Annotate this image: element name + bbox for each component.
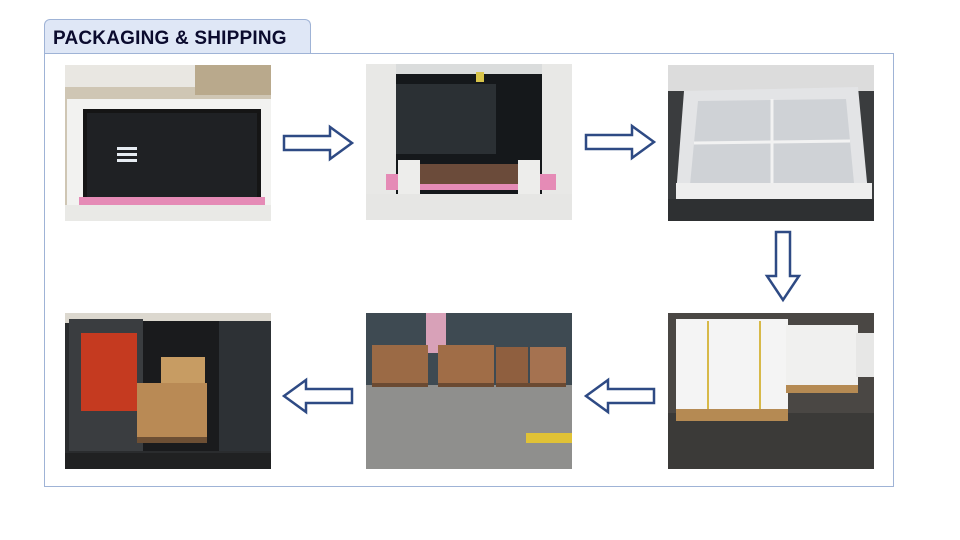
step-1-photo bbox=[65, 65, 271, 221]
truck-loading-photo bbox=[65, 313, 271, 469]
arrow-right-icon bbox=[584, 123, 657, 161]
page-title: PACKAGING & SHIPPING bbox=[53, 28, 287, 49]
step-5-photo bbox=[366, 313, 572, 469]
foam-covered-panel-photo bbox=[668, 65, 874, 221]
panel-on-foam-base-photo bbox=[65, 65, 271, 221]
step-4-photo bbox=[668, 313, 874, 469]
step-2-photo bbox=[366, 64, 572, 220]
wooden-crates-photo bbox=[366, 313, 572, 469]
content-frame bbox=[44, 53, 894, 487]
step-6-photo bbox=[65, 313, 271, 469]
panel-with-foam-corners-photo bbox=[366, 64, 572, 220]
step-3-photo bbox=[668, 65, 874, 221]
arrow-right-icon bbox=[282, 124, 355, 162]
section-title-tab: PACKAGING & SHIPPING bbox=[44, 19, 311, 53]
arrow-down-icon bbox=[764, 230, 802, 303]
arrow-left-icon bbox=[583, 377, 656, 415]
arrow-left-icon bbox=[281, 377, 354, 415]
palletized-foam-stacks-photo bbox=[668, 313, 874, 469]
